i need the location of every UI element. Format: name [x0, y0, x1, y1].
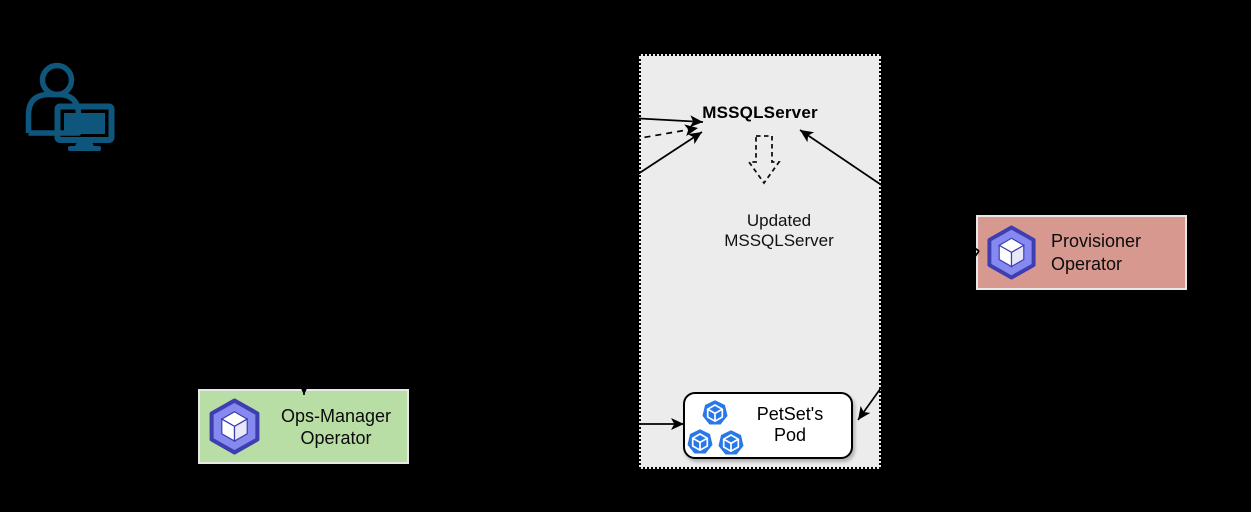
user-at-computer-icon	[25, 62, 115, 151]
pod-icon	[685, 426, 715, 456]
provisioner-operator-node: Provisioner Operator	[976, 215, 1187, 290]
mssqlserver-label: MSSQLServer	[702, 103, 818, 122]
petset-pod-label: PetSet's Pod	[756, 404, 824, 445]
operator-hexagon-icon	[987, 225, 1036, 280]
pod-icon	[700, 397, 730, 427]
dashed-down-arrow-icon	[747, 135, 781, 185]
ops-manager-operator-node: Ops-Manager Operator	[198, 389, 409, 464]
operator-hexagon-icon	[209, 398, 260, 455]
updated-mssqlserver-label: Updated MSSQLServer	[724, 211, 834, 250]
provisioner-operator-label: Provisioner Operator	[1051, 230, 1142, 274]
ops-manager-operator-label: Ops-Manager Operator	[280, 405, 392, 448]
